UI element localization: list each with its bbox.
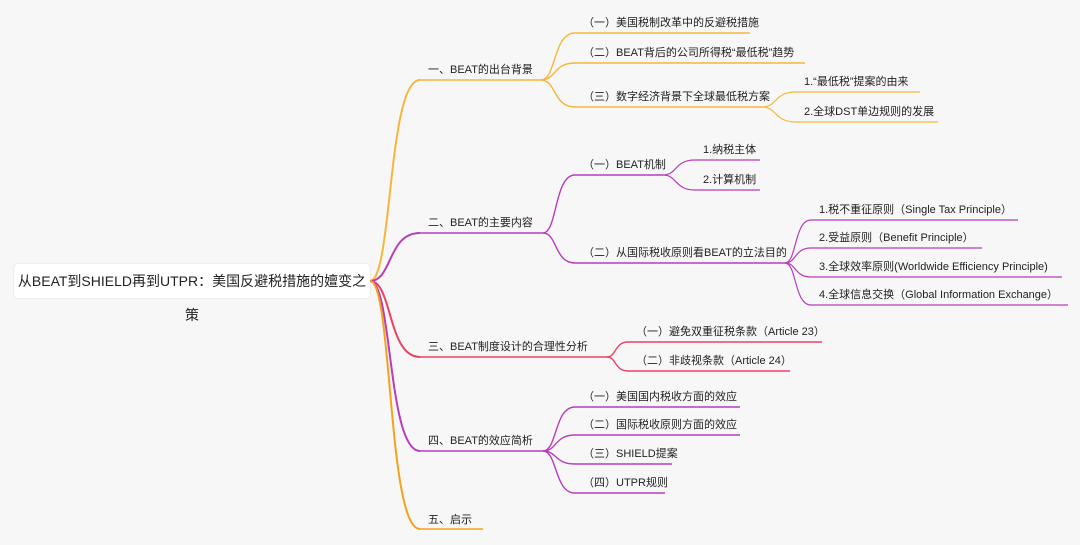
connector-branch-2	[369, 232, 421, 282]
connector-3-2	[606, 356, 629, 372]
node-4-3[interactable]: （三）SHIELD提案	[583, 448, 678, 460]
node-2-1-2[interactable]: 2.计算机制	[703, 174, 757, 186]
branch-3-label[interactable]: 三、BEAT制度设计的合理性分析	[428, 341, 588, 353]
connector-1-3-2	[761, 106, 797, 123]
node-2-1-1[interactable]: 1.纳税主体	[703, 144, 757, 156]
connector-branch-3	[369, 280, 421, 358]
connector-2-1-2	[662, 174, 696, 191]
node-1-1[interactable]: （一）美国税制改革中的反避税措施	[583, 17, 759, 29]
connector-2-2-2	[784, 247, 812, 264]
node-3-2[interactable]: （二）非歧视条款（Article 24）	[636, 355, 792, 367]
branch-4-label[interactable]: 四、BEAT的效应简析	[428, 435, 533, 447]
node-2-1[interactable]: （一）BEAT机制	[583, 159, 666, 171]
connector-1-2	[540, 62, 576, 81]
node-4-4[interactable]: （四）UTPR规则	[583, 477, 668, 489]
node-2-2[interactable]: （二）从国际税收原则看BEAT的立法目的	[583, 247, 787, 259]
node-1-3-1[interactable]: 1.“最低税”提案的由来	[804, 76, 909, 88]
connector-4-4	[542, 450, 576, 494]
connector-branch-4	[369, 280, 421, 452]
node-1-3-2[interactable]: 2.全球DST单边规则的发展	[804, 106, 935, 118]
branch-2-label[interactable]: 二、BEAT的主要内容	[428, 217, 533, 229]
connector-2-1-1	[662, 159, 696, 176]
connector-2-2-1	[784, 219, 812, 264]
node-2-2-2[interactable]: 2.受益原则（Benefit Principle）	[819, 232, 974, 244]
node-4-2[interactable]: （二）国际税收原则方面的效应	[583, 419, 737, 431]
node-1-3[interactable]: （三）数字经济背景下全球最低税方案	[583, 91, 770, 103]
node-2-2-1[interactable]: 1.税不重征原则（Single Tax Principle）	[819, 204, 1012, 216]
connector-1-1	[540, 32, 576, 81]
node-4-1[interactable]: （一）美国国内税收方面的效应	[583, 391, 737, 403]
root-topic[interactable]: 从BEAT到SHIELD再到UTPR：美国反避税措施的嬗变之策	[14, 264, 370, 323]
connector-2-2	[542, 232, 576, 264]
connector-3-1	[606, 341, 629, 358]
connector-2-1	[542, 174, 576, 234]
node-3-1[interactable]: （一）避免双重征税条款（Article 23）	[636, 326, 825, 338]
connector-branch-5	[369, 280, 421, 530]
node-2-2-4[interactable]: 4.全球信息交换（Global Information Exchange）	[819, 289, 1059, 301]
connector-branch-1	[369, 79, 421, 282]
branch-5-label[interactable]: 五、启示	[428, 514, 472, 526]
node-2-2-3[interactable]: 3.全球效率原则(Worldwide Efficiency Principle)	[819, 261, 1048, 273]
branch-1-label[interactable]: 一、BEAT的出台背景	[428, 64, 533, 76]
connector-4-1	[542, 406, 576, 452]
connector-1-3	[540, 79, 576, 108]
connector-2-2-4	[784, 262, 812, 306]
node-1-2[interactable]: （二）BEAT背后的公司所得税“最低税”趋势	[583, 47, 795, 59]
connector-1-3-1	[761, 91, 797, 108]
